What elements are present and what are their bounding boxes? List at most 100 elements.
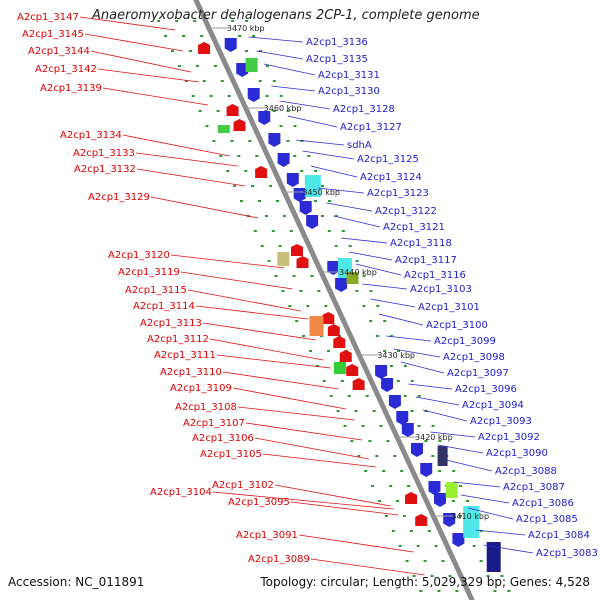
track-dot xyxy=(376,335,380,337)
forward-gene-arrow xyxy=(420,463,433,477)
left-leader-line xyxy=(79,16,176,31)
left-leader-line xyxy=(202,322,317,341)
track-dot xyxy=(403,365,407,367)
track-dot xyxy=(362,275,366,277)
track-dot xyxy=(209,95,213,97)
gene-label-left: A2cp1_3110 xyxy=(160,367,222,378)
track-dot xyxy=(386,440,390,442)
track-dot xyxy=(389,485,393,487)
gene-label-right: A2cp1_3117 xyxy=(395,255,457,266)
gene-label-left: A2cp1_3091 xyxy=(236,530,298,541)
left-leader-line xyxy=(237,406,355,421)
track-dot xyxy=(376,305,380,307)
track-dot xyxy=(288,305,292,307)
gene-label-right: A2cp1_3127 xyxy=(340,122,402,133)
left-leader-line xyxy=(232,387,346,410)
track-dot xyxy=(279,95,283,97)
forward-gene-arrow xyxy=(247,88,260,102)
track-dot xyxy=(417,395,421,397)
track-dot xyxy=(182,35,186,37)
left-leader-line xyxy=(212,491,394,510)
track-dot xyxy=(486,575,490,577)
right-leader-line xyxy=(393,348,441,358)
track-dot xyxy=(431,425,435,427)
track-dot xyxy=(329,395,333,397)
right-leader-line xyxy=(271,85,316,92)
track-dot xyxy=(299,290,303,292)
track-dot xyxy=(213,65,217,67)
right-leader-line xyxy=(386,335,432,342)
gene-label-right: A2cp1_3121 xyxy=(383,222,445,233)
left-leader-line xyxy=(136,168,246,187)
reverse-gene-arrow xyxy=(327,324,340,336)
track-dot xyxy=(264,215,268,217)
track-dot xyxy=(402,515,406,517)
forward-gene-arrow xyxy=(286,173,299,187)
reverse-gene-arrow xyxy=(333,336,346,348)
track-dot xyxy=(205,125,209,127)
right-leader-line xyxy=(348,251,393,261)
track-dot xyxy=(452,500,455,502)
right-leader-line xyxy=(475,529,526,536)
track-dot xyxy=(233,185,237,187)
left-leader-line xyxy=(222,371,339,390)
genome-backbone xyxy=(193,0,475,600)
gene-label-left: A2cp1_3114 xyxy=(133,301,195,312)
track-dot xyxy=(448,575,452,577)
track-dot xyxy=(493,590,497,592)
track-dot xyxy=(412,575,416,577)
left-leader-line xyxy=(170,254,285,269)
track-dot xyxy=(293,125,297,127)
track-dot xyxy=(240,200,243,202)
gene-label-left: A2cp1_3112 xyxy=(147,334,209,345)
track-dot xyxy=(310,275,314,277)
forward-gene-arrow xyxy=(335,278,348,292)
track-dot xyxy=(347,395,351,397)
track-dot xyxy=(410,380,414,382)
track-dot xyxy=(423,560,427,562)
forward-gene-arrow xyxy=(306,215,319,229)
track-dot xyxy=(328,200,331,202)
track-dot xyxy=(220,80,224,82)
track-dot xyxy=(424,440,428,442)
reverse-gene-arrow xyxy=(352,378,365,390)
gene-label-left: A2cp1_3132 xyxy=(74,164,136,175)
track-dot xyxy=(314,200,317,202)
gene-label-right: A2cp1_3087 xyxy=(503,482,565,493)
left-leader-line xyxy=(245,422,363,441)
forward-gene-arrow xyxy=(277,153,290,167)
genome-title: Anaeromyxobacter dehalogenans 2CP-1, com… xyxy=(92,8,480,23)
track-dot xyxy=(479,560,483,562)
kbp-tick-label: 3470 kbp xyxy=(227,24,265,33)
left-leader-line xyxy=(254,437,369,460)
gene-label-left: A2cp1_3108 xyxy=(175,402,237,413)
gene-label-left: A2cp1_3115 xyxy=(125,285,187,296)
gene-block xyxy=(486,542,501,572)
track-dot xyxy=(177,65,181,67)
left-leader-line xyxy=(97,68,200,83)
track-dot xyxy=(219,155,223,157)
track-dot xyxy=(479,530,483,532)
left-leader-line xyxy=(262,453,377,468)
forward-gene-arrow xyxy=(381,378,394,392)
gene-block xyxy=(463,506,480,538)
track-dot xyxy=(438,470,442,472)
gene-label-right: A2cp1_3124 xyxy=(360,172,422,183)
track-dot xyxy=(437,590,441,592)
gene-block xyxy=(304,175,321,197)
right-leader-line xyxy=(355,263,402,276)
gene-label-right: sdhA xyxy=(347,140,372,151)
gene-block xyxy=(437,446,448,466)
track-dot xyxy=(368,440,372,442)
gene-label-right: A2cp1_3097 xyxy=(447,368,509,379)
forward-gene-arrow xyxy=(452,533,465,547)
kbp-tick-label: 3420 kbp xyxy=(415,433,453,442)
gene-label-left: A2cp1_3113 xyxy=(140,318,202,329)
forward-gene-arrow xyxy=(401,423,414,437)
track-dot xyxy=(307,155,311,157)
gene-label-left: A2cp1_3145 xyxy=(22,29,84,40)
track-dot xyxy=(336,410,340,412)
accession-label: Accession: NC_011891 xyxy=(8,575,145,589)
gene-block xyxy=(445,482,458,498)
